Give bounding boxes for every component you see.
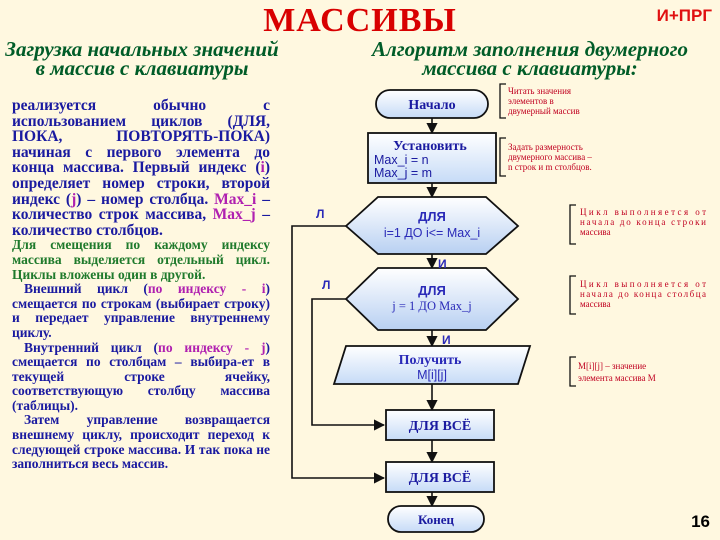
loop-j-hexagon — [344, 267, 520, 331]
left-subtitle: Загрузка начальных значений в массив с к… — [5, 37, 279, 80]
note-bracket-2 — [499, 137, 506, 177]
text-run-loops: ДЛЯ, ПОКА, ПОВТОРЯТЬ-ПОКА — [12, 112, 270, 146]
get-expression: M[i][j] — [417, 368, 447, 382]
text-run: реализуется обычно с использованием цикл… — [12, 97, 270, 130]
loop-i-expression: i=1 ДО i<= Max_i — [384, 226, 480, 240]
text-run: ) – номер столбца. — [76, 190, 215, 208]
paragraph-outer-loop: Внешний цикл (по индексу - i) смещается … — [12, 281, 270, 340]
right-subtitle: Алгоритм заполнения двумерного массива с… — [372, 37, 688, 80]
paragraph-nesting: Для смещения по каждому индексу массива … — [12, 237, 270, 282]
connector-loop2-false — [311, 298, 386, 431]
set-line-max-j: Max_j = m — [374, 166, 432, 180]
set-dimensions-box — [367, 132, 497, 184]
note-3-line-3: массива — [580, 227, 611, 237]
end-loop-j-label: ДЛЯ ВСЁ — [409, 418, 471, 434]
end-loop-i-box — [385, 461, 495, 493]
set-line-max-i: Max_i = n — [374, 153, 429, 167]
note-2-line-3: n строк и m столбцов. — [508, 162, 592, 172]
loop-i-true-label: И — [438, 257, 447, 271]
text-run: ) смещается по строкам (выбирает строку)… — [12, 281, 270, 340]
page-number: 16 — [691, 512, 710, 531]
note-4-line-1: Цикл выполняется от — [580, 279, 706, 289]
text-run: ) определяет номер строки, второй индекс… — [12, 159, 270, 208]
set-title: Установить — [393, 139, 467, 154]
note-1-line-2: элементов в — [508, 96, 554, 106]
flow-connectors — [291, 118, 438, 508]
paragraph-return: Затем управление возвращается внешнему ц… — [12, 412, 270, 472]
end-label: Конец — [418, 512, 455, 527]
note-3-line-1: Цикл выполняется от — [580, 207, 706, 217]
index-j-highlight: j — [71, 190, 77, 208]
loop-j-title: ДЛЯ — [418, 283, 446, 298]
note-2-line-1: Задать размерность — [508, 142, 583, 152]
note-4-line-3: массива — [580, 299, 611, 309]
connector-loop1-false — [291, 225, 386, 484]
input-parallelogram — [332, 345, 532, 385]
logo: И+ПРГ — [656, 6, 712, 25]
note-2-line-2: двумерного массива – — [508, 152, 592, 162]
loop-j-false-label: Л — [322, 278, 330, 292]
text-run: ) начиная с первого элемента до конца ма… — [12, 128, 270, 177]
end-loop-j-box — [385, 409, 495, 441]
note-4-line-2: начала до конца столбца — [580, 289, 706, 299]
start-label: Начало — [408, 98, 455, 113]
note-3-line-2: начала до конца строки — [580, 217, 706, 227]
text-run: Внутренний цикл ( — [24, 339, 159, 355]
loop-j-expression: j = 1 ДО Max_j — [391, 299, 471, 313]
note-bracket-5 — [569, 356, 576, 387]
max-j-highlight: Max_j — [212, 206, 256, 224]
text-run: Внешний цикл ( — [24, 281, 148, 297]
paragraph-inner-loop: Внутренний цикл (по индексу - j) смещает… — [12, 339, 270, 414]
description-text: реализуется обычно с использованием цикл… — [12, 98, 270, 472]
note-bracket-1 — [499, 83, 506, 119]
note-5-line-2: элемента массива М — [578, 373, 656, 383]
loop-j-true-label: И — [442, 333, 451, 347]
end-loop-i-label: ДЛЯ ВСЁ — [409, 470, 471, 486]
loop-i-hexagon — [344, 196, 520, 255]
paragraph-intro: реализуется обычно с использованием цикл… — [12, 98, 270, 238]
start-terminator — [375, 89, 489, 119]
inner-index-highlight: по индексу - j — [158, 339, 266, 355]
note-bracket-3 — [569, 204, 576, 245]
outer-index-highlight: по индексу - i — [147, 281, 266, 297]
loop-i-title: ДЛЯ — [418, 209, 446, 224]
note-1-line-1: Читать значения — [508, 86, 571, 96]
annotations: Читать значения элементов в двумерный ма… — [508, 86, 706, 383]
note-1-line-3: двумерный массив — [508, 106, 580, 116]
text-run: – количество строк массива, — [12, 190, 270, 224]
text-run: ) смещается по столбцам – выбира-ет в те… — [12, 339, 270, 413]
annotation-brackets — [499, 83, 576, 387]
text-run: – количество столбцов. — [12, 206, 270, 239]
loop-i-false-label: Л — [316, 207, 324, 221]
page-title: МАССИВЫ — [263, 2, 457, 39]
note-5-line-1: M[i][j] – значение — [578, 361, 646, 371]
index-i-highlight: i — [260, 159, 265, 177]
note-bracket-4 — [569, 275, 576, 315]
end-terminator — [387, 505, 485, 533]
get-title: Получить — [399, 353, 462, 368]
max-i-highlight: Max_i — [214, 190, 257, 208]
